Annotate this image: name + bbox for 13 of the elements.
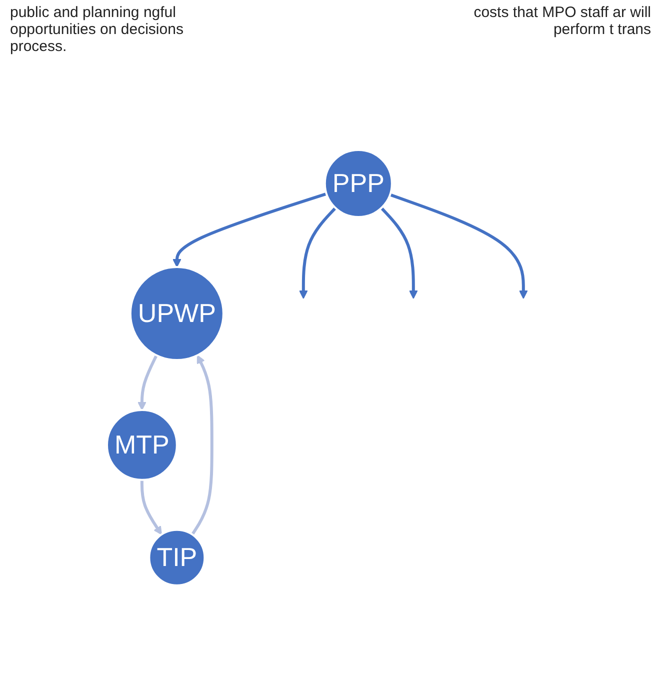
note-text: costs that MPO staff ar will perform t trans — [472, 4, 651, 40]
arrow — [191, 355, 214, 536]
arrow — [380, 207, 418, 300]
node-circle: UPWP — [130, 266, 225, 362]
arrow — [140, 480, 162, 536]
note-text: public and planning ngful opportunities on decisions process. — [10, 4, 184, 57]
node-circle: PPP — [324, 149, 394, 218]
arrow — [138, 354, 158, 411]
arrow — [299, 207, 337, 300]
arrow — [390, 194, 528, 300]
node-circle: MTP — [106, 409, 178, 482]
arrow — [172, 192, 328, 268]
node-circle: TIP — [148, 529, 206, 587]
